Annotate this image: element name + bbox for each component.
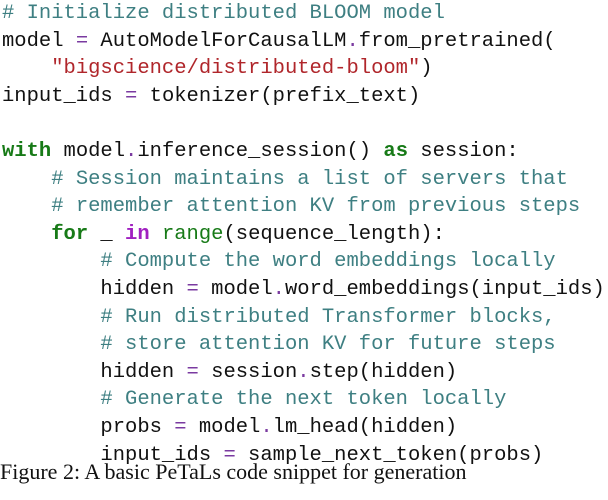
code-token-plain: model — [2, 29, 76, 53]
code-token-comment: # Generate the next token locally — [100, 388, 507, 412]
code-token-op: . — [125, 139, 138, 163]
code-line: for _ in range(sequence_length): — [2, 221, 608, 249]
figure-caption: Figure 2: A basic PeTaLs code snippet fo… — [0, 459, 467, 484]
code-token-keyword: as — [383, 139, 408, 163]
code-line: model = AutoModelForCausalLM.from_pretra… — [2, 28, 608, 56]
code-line: "bigscience/distributed-bloom") — [2, 55, 608, 83]
code-token-op: = — [186, 277, 199, 301]
code-line: # remember attention KV from previous st… — [2, 193, 608, 221]
code-token-op: . — [297, 360, 310, 384]
code-token-keyword: for — [51, 222, 89, 246]
code-token-plain: probs — [2, 415, 175, 439]
code-token-plain — [2, 168, 51, 191]
code-listing: # Initialize distributed BLOOM model mode… — [2, 0, 608, 469]
code-token-op: . — [260, 415, 273, 439]
code-token-comment: # Initialize distributed BLOOM model — [2, 2, 445, 25]
code-token-plain: sample_next_token(probs) — [235, 443, 544, 467]
code-token-op: = — [75, 29, 89, 53]
code-token-plain: model — [198, 277, 273, 301]
code-line: # Initialize distributed BLOOM model — [2, 0, 608, 28]
code-token-comment: # remember attention KV from previous st… — [51, 195, 581, 219]
code-token-plain: input_ids — [2, 443, 224, 467]
code-token-plain: model — [186, 415, 261, 439]
code-token-plain: session: — [408, 139, 519, 163]
code-token-op: = — [223, 443, 236, 467]
code-line: # store attention KV for future steps — [2, 331, 608, 359]
code-token-plain: lm_head(hidden) — [272, 415, 458, 439]
code-token-plain: session — [198, 360, 298, 384]
code-token-plain — [2, 333, 100, 356]
code-token-plain: (sequence_length): — [223, 222, 445, 246]
code-token-comment: # store attention KV for future steps — [100, 333, 556, 357]
code-token-plain: input_ids — [2, 84, 126, 108]
code-token-plain — [2, 306, 100, 329]
code-token-plain: hidden — [2, 277, 187, 301]
code-token-op: . — [346, 29, 359, 53]
code-token-plain — [2, 388, 100, 411]
code-line: # Compute the word embeddings locally — [2, 248, 608, 276]
code-line: # Run distributed Transformer blocks, — [2, 304, 608, 332]
code-line: probs = model.lm_head(hidden) — [2, 414, 608, 442]
code-token-plain — [2, 195, 51, 218]
code-token-magenta: in — [125, 222, 150, 246]
code-token-plain: from_pretrained( — [358, 29, 556, 53]
code-line: with model.inference_session() as sessio… — [2, 138, 608, 166]
code-token-plain — [2, 223, 51, 246]
code-line: input_ids = tokenizer(prefix_text) — [2, 83, 608, 111]
code-line: # Generate the next token locally — [2, 386, 608, 414]
code-token-plain: step(hidden) — [309, 360, 458, 384]
code-token-plain: inference_session() — [137, 139, 384, 163]
code-line: hidden = model.word_embeddings(input_ids… — [2, 276, 608, 304]
code-token-op: = — [186, 360, 199, 384]
code-line — [2, 110, 608, 138]
code-line: hidden = session.step(hidden) — [2, 359, 608, 387]
code-token-op: . — [272, 277, 285, 301]
code-token-plain: hidden — [2, 360, 187, 384]
code-token-comment: # Session maintains a list of servers th… — [51, 167, 568, 191]
code-token-plain — [2, 250, 100, 273]
code-token-builtin: range — [161, 222, 224, 246]
code-token-plain: ) — [420, 57, 433, 81]
code-token-comment: # Compute the word embeddings locally — [100, 250, 556, 274]
code-token-plain — [150, 223, 162, 246]
code-token-keyword: with — [2, 139, 52, 163]
code-token-comment: # Run distributed Transformer blocks, — [100, 305, 556, 329]
code-token-op: = — [174, 415, 187, 439]
code-token-plain — [2, 57, 51, 80]
code-line: input_ids = sample_next_token(probs) — [2, 442, 608, 470]
code-token-plain: _ — [88, 222, 126, 246]
code-line: # Session maintains a list of servers th… — [2, 166, 608, 194]
code-token-op: = — [125, 84, 138, 108]
code-token-string: "bigscience/distributed-bloom" — [51, 57, 421, 81]
code-token-plain: tokenizer(prefix_text) — [137, 84, 421, 108]
code-token-plain: word_embeddings(input_ids) — [284, 277, 605, 301]
code-token-plain: model — [51, 139, 126, 163]
code-token-plain: AutoModelForCausalLM — [88, 29, 347, 53]
